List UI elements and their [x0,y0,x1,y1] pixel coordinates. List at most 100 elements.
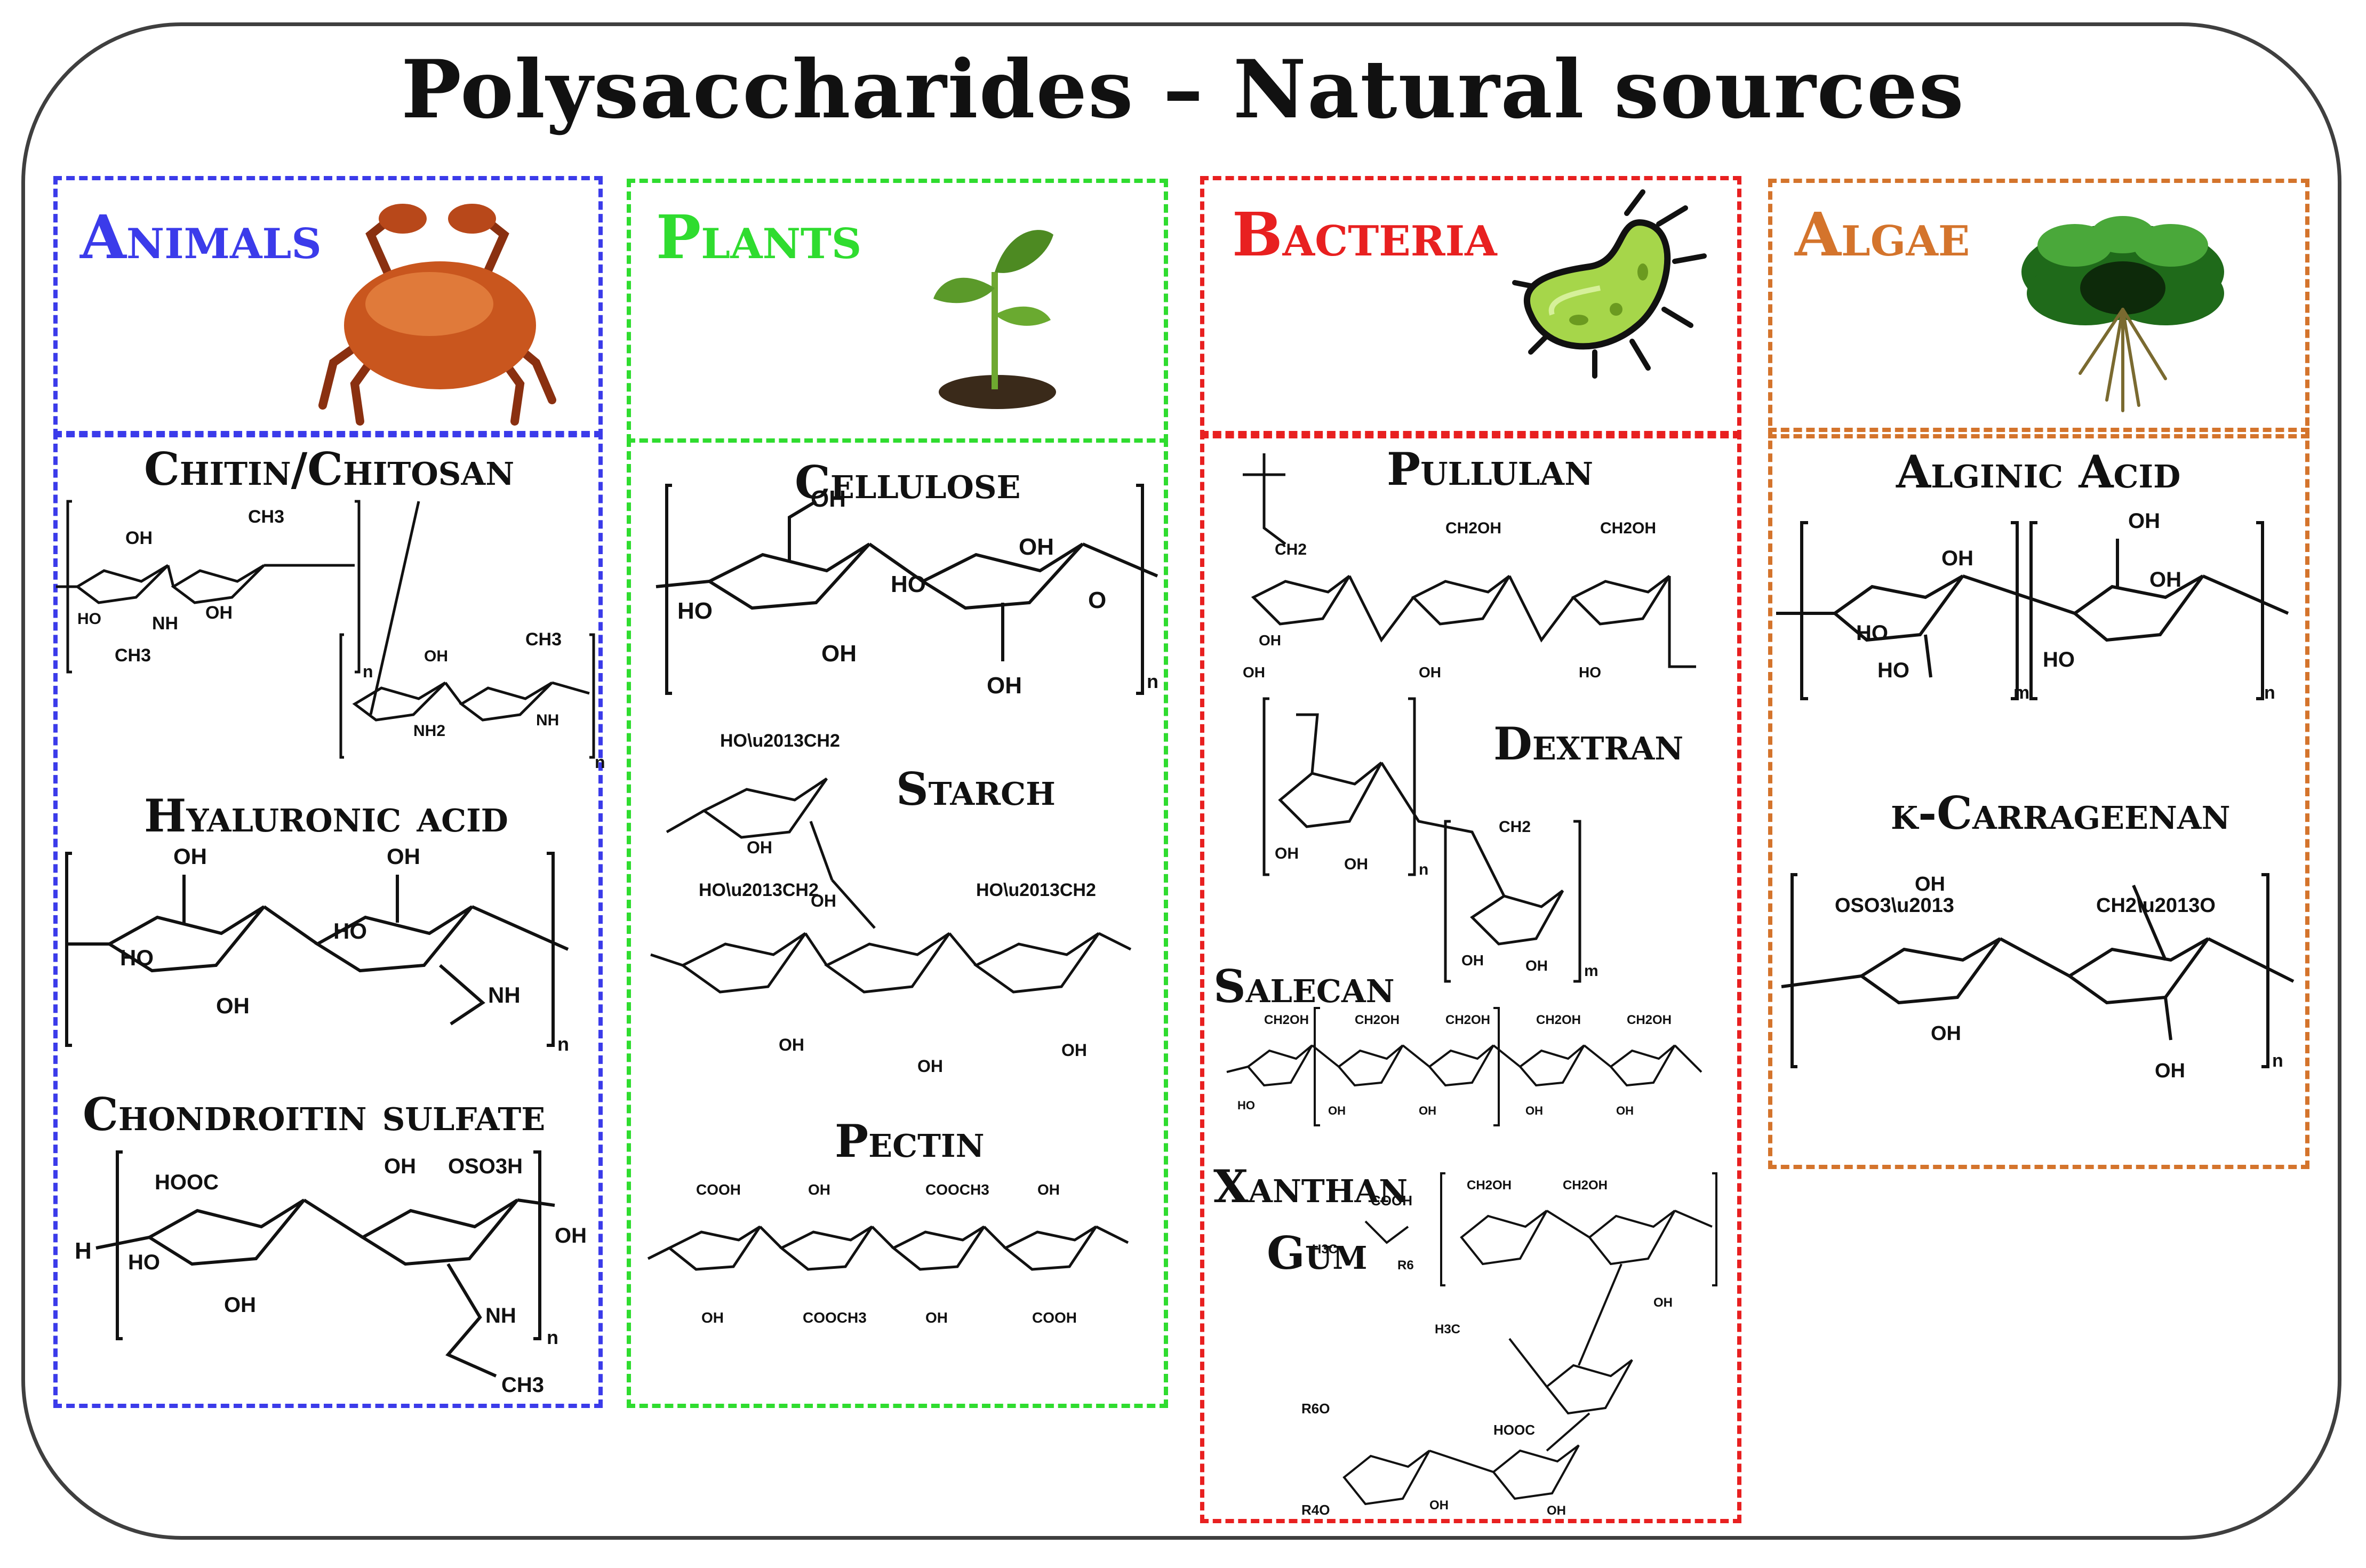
svg-text:HO: HO [2043,648,2075,671]
svg-text:OH: OH [1243,664,1265,681]
svg-text:HO\u2013CH2: HO\u2013CH2 [976,880,1096,900]
svg-text:n: n [595,753,605,772]
bacteria-header-box [1200,176,1741,438]
svg-text:COOH: COOH [1371,1193,1412,1209]
svg-text:OH: OH [811,486,846,512]
polysaccharide-name-xanthan: Xanthan [1213,1160,1408,1213]
svg-text:OH: OH [925,1309,948,1326]
svg-text:NH: NH [485,1304,516,1327]
svg-text:NH: NH [488,982,521,1007]
svg-text:OH: OH [987,673,1022,699]
svg-text:HOOC: HOOC [1493,1422,1535,1438]
svg-text:COOCH3: COOCH3 [803,1309,867,1326]
svg-text:OH: OH [1259,632,1281,649]
svg-text:CH2OH: CH2OH [1536,1013,1581,1027]
svg-text:HOOC: HOOC [155,1171,219,1194]
svg-text:HO: HO [1877,659,1909,682]
svg-text:CH2OH: CH2OH [1563,1178,1608,1193]
svg-text:OH: OH [224,1293,256,1317]
animals-structures-box [53,431,603,1408]
svg-text:COOH: COOH [1032,1309,1077,1326]
polysaccharide-name-pectin: Pectin [835,1115,985,1167]
svg-text:H: H [75,1238,92,1264]
svg-text:OH: OH [747,838,772,857]
svg-text:H3C: H3C [1312,1242,1338,1257]
svg-text:OH: OH [424,647,448,665]
polysaccharide-name-pullulan: Pullulan [1387,443,1594,495]
svg-text:CH3: CH3 [501,1373,544,1397]
svg-text:OH: OH [2128,509,2160,533]
svg-text:R6O: R6O [1301,1401,1330,1417]
svg-text:OH: OH [1461,952,1484,969]
svg-text:CH3: CH3 [115,645,151,666]
svg-text:n: n [1147,670,1158,692]
svg-text:CH2\u2013O: CH2\u2013O [2096,894,2216,917]
svg-text:CH2OH: CH2OH [1445,1013,1490,1027]
svg-text:OH: OH [1061,1041,1087,1060]
svg-text:HO\u2013CH2: HO\u2013CH2 [699,880,819,900]
category-label-bacteria: Bacteria [1232,200,1497,270]
svg-text:OH: OH [1328,1104,1346,1117]
svg-text:HO: HO [1856,621,1888,645]
svg-text:CH2: CH2 [1275,541,1307,558]
svg-text:OH: OH [1037,1181,1060,1198]
svg-text:HO: HO [677,598,713,624]
svg-text:OH: OH [701,1309,724,1326]
svg-text:CH2OH: CH2OH [1627,1013,1672,1027]
svg-text:CH2: CH2 [1499,818,1531,836]
category-label-plants: Plants [656,203,862,273]
svg-text:OH: OH [779,1035,804,1054]
svg-text:HO\u2013CH2: HO\u2013CH2 [720,731,840,751]
svg-text:R4O: R4O [1301,1502,1330,1518]
polysaccharide-name-gum: Gum [1267,1227,1368,1279]
svg-text:OH: OH [1653,1295,1673,1310]
svg-text:n: n [2264,683,2275,703]
seedling-icon [933,230,1056,409]
category-label-algae: Algae [1795,200,1970,270]
svg-text:O: O [1088,587,1106,613]
svg-text:CH2OH: CH2OH [1445,519,1501,537]
svg-text:OH: OH [1941,547,1973,570]
svg-text:R6: R6 [1397,1258,1414,1273]
svg-text:HO: HO [1579,664,1601,681]
svg-text:OH: OH [1429,1498,1449,1513]
svg-text:OH: OH [821,641,857,667]
crab-icon [318,204,556,426]
svg-text:OH: OH [1547,1503,1566,1518]
polysaccharide-name-starch: Starch [896,763,1056,815]
svg-text:n: n [2272,1051,2283,1071]
svg-text:HO: HO [128,1251,160,1274]
svg-text:OH: OH [1616,1104,1634,1117]
svg-text:CH2OH: CH2OH [1467,1178,1512,1193]
algae-structures-box [1768,428,2309,1169]
svg-text:OH: OH [811,891,836,910]
svg-text:n: n [363,662,373,681]
svg-text:CH2OH: CH2OH [1355,1013,1400,1027]
svg-text:OH: OH [808,1181,830,1198]
polysaccharide-name-alginic-acid: Alginic Acid [1896,445,2181,498]
svg-text:OH: OH [173,844,207,869]
plants-structures-box [627,438,1168,1408]
svg-text:OH: OH [2155,1060,2185,1082]
svg-text:OH: OH [205,603,233,623]
svg-text:NH: NH [536,711,559,729]
svg-text:OH: OH [387,844,420,869]
bacterium-icon [1512,189,1707,379]
svg-text:CH2OH: CH2OH [1600,519,1656,537]
svg-text:n: n [1419,861,1428,878]
polysaccharide-name-chitin-chitosan: Chitin/Chitosan [144,443,515,495]
svg-text:OH: OH [384,1155,416,1178]
svg-text:OH: OH [917,1057,943,1076]
svg-text:m: m [1584,962,1598,980]
svg-text:OH: OH [1275,845,1299,862]
svg-text:OH: OH [1419,664,1441,681]
svg-text:HO: HO [333,918,367,943]
